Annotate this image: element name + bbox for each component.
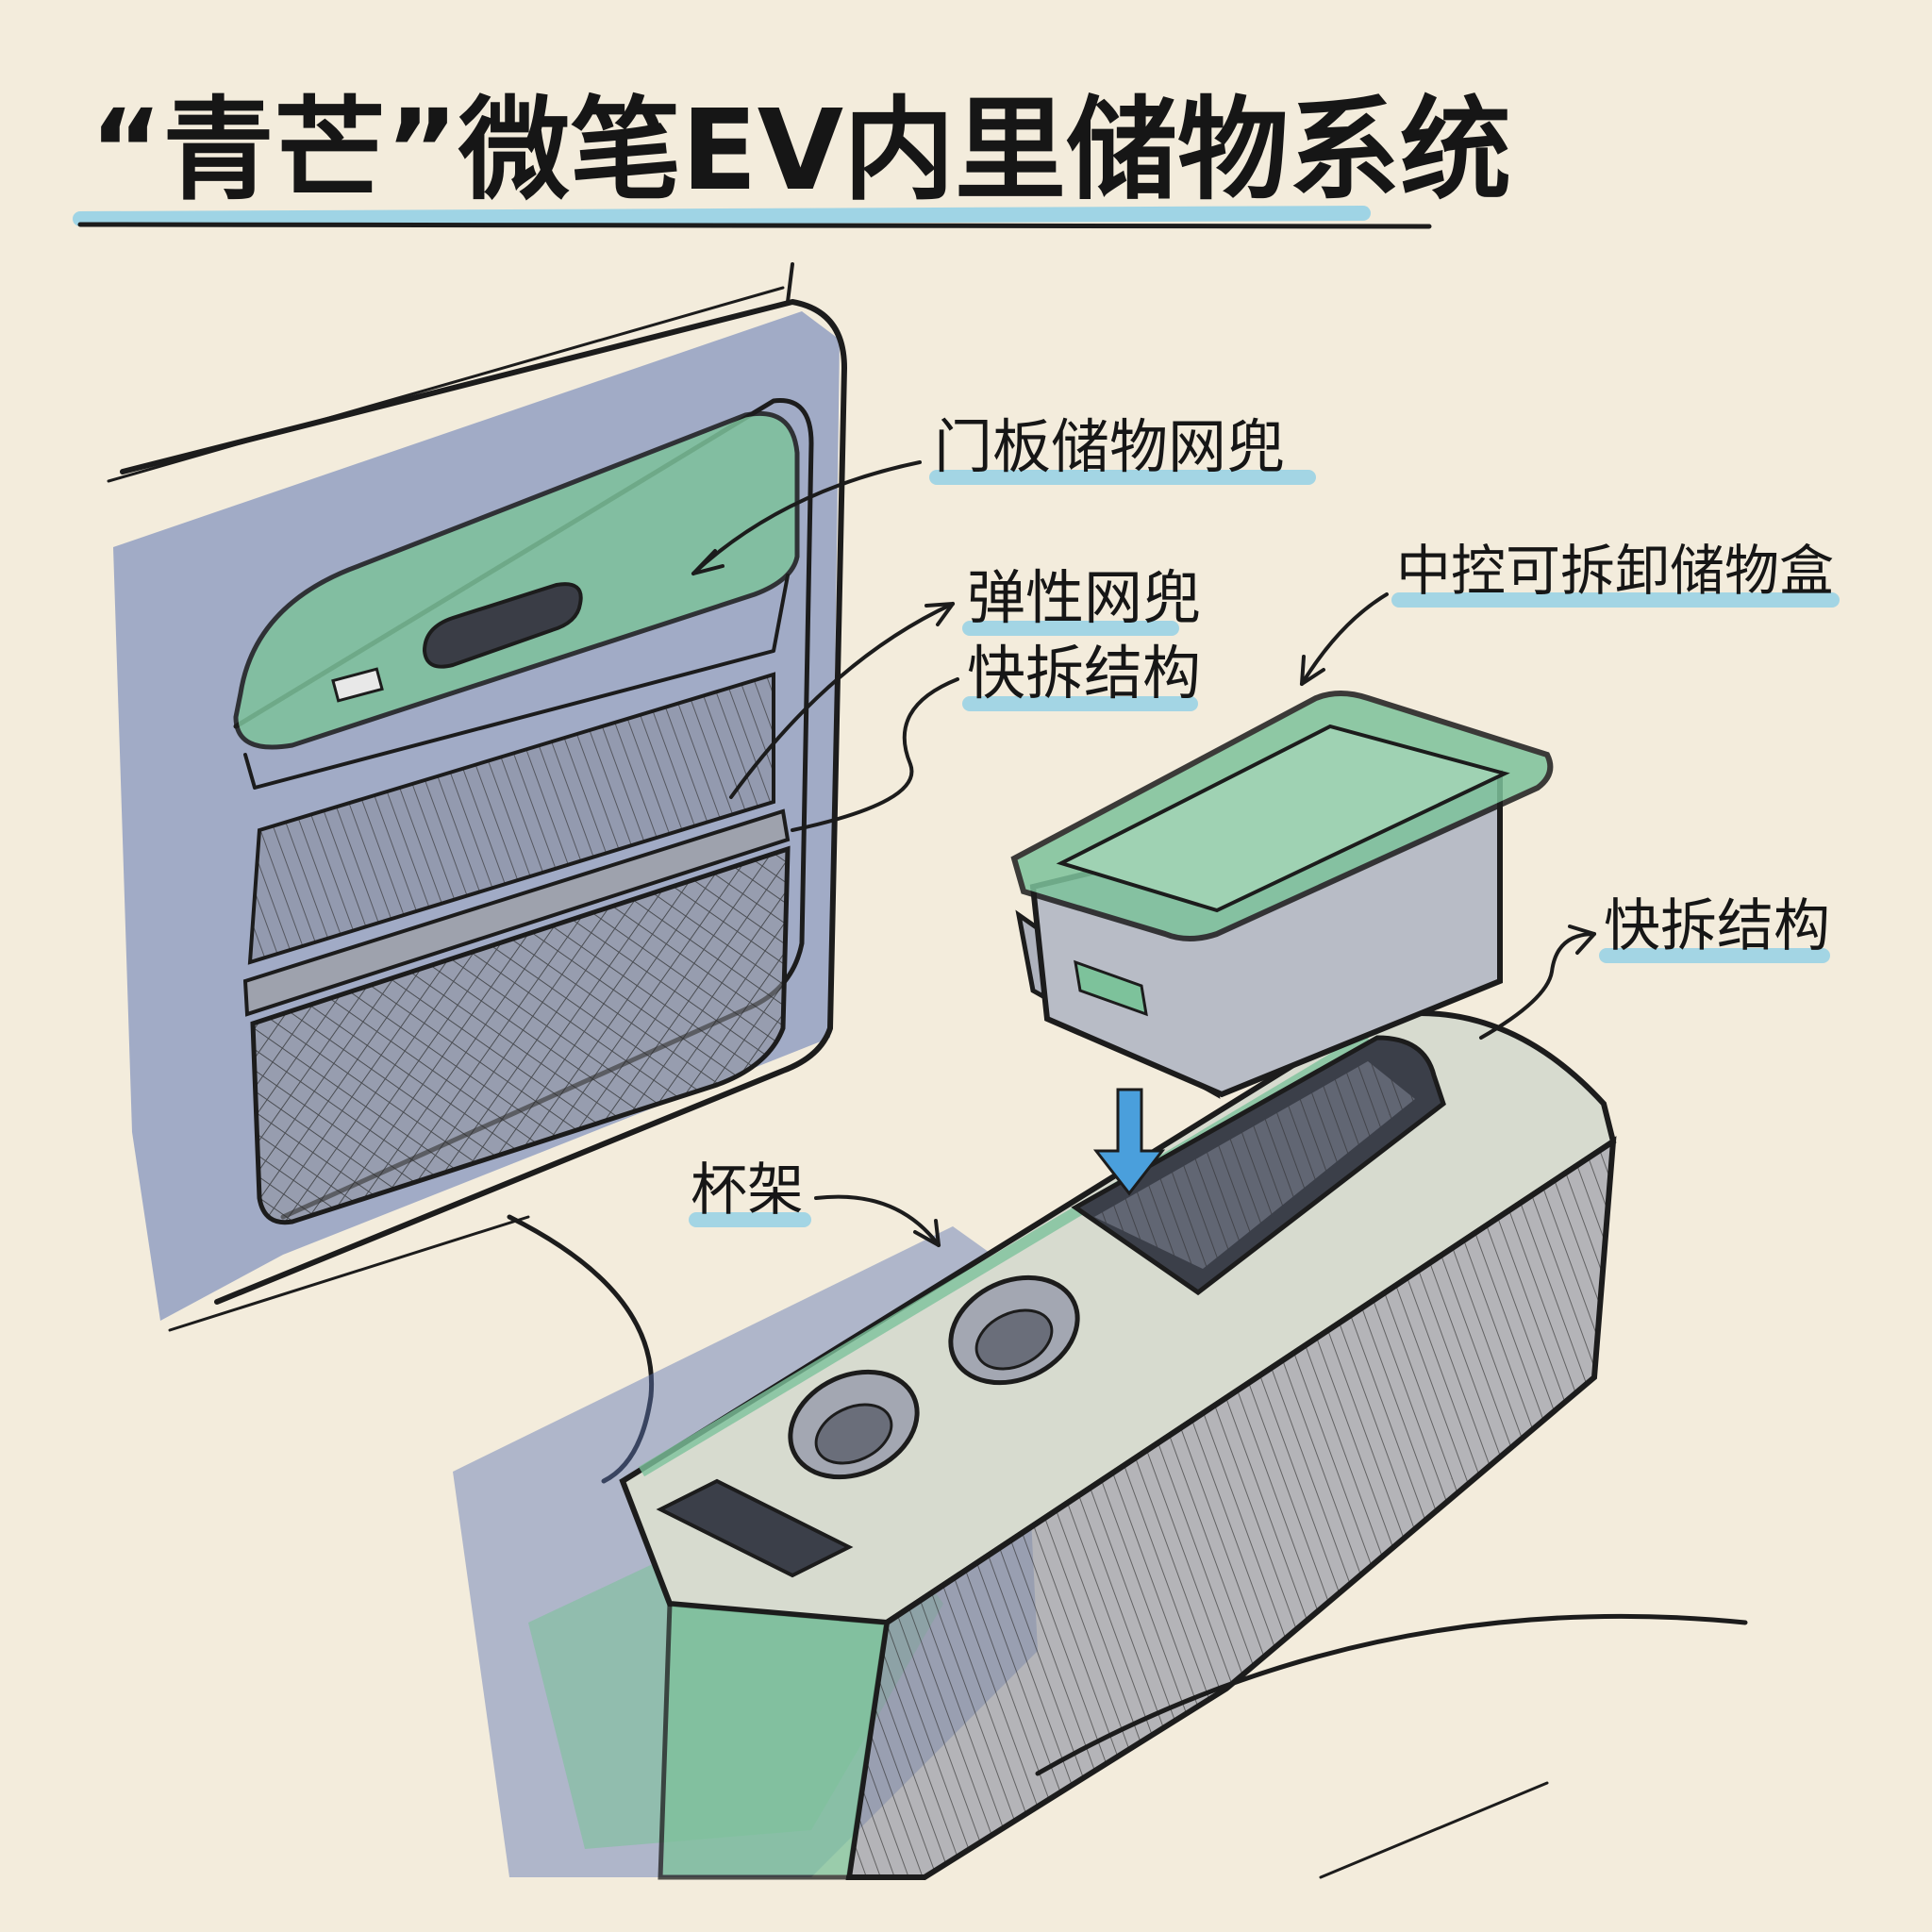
console-front-tray (656, 1478, 854, 1578)
arrow-elastic-net (729, 602, 955, 799)
console-front-face (658, 1601, 890, 1880)
floor-line-right (1035, 1613, 1748, 1776)
door-bottom-curve (507, 1214, 655, 1484)
leader-arrows (691, 460, 1596, 1247)
removable-storage-box (1010, 691, 1554, 1196)
label-elastic-net-highlight (962, 621, 1179, 636)
door-mesh-net (250, 845, 791, 1225)
arrow-quick-release-door (791, 677, 959, 832)
arrow-cup-holder (814, 1194, 941, 1247)
arrow-quick-release-console-head (1568, 924, 1596, 955)
door-handle-slot (422, 582, 583, 669)
label-door-net: 门板储物网兜 (934, 412, 1285, 481)
label-door-net-highlight (929, 470, 1316, 485)
center-console (453, 1010, 1748, 1880)
cup-holder-left-bottom (814, 1403, 893, 1465)
door-panel (107, 262, 847, 1484)
floor-line-accent (1319, 1781, 1549, 1879)
door-outer-frame (120, 299, 847, 1305)
door-armrest (233, 410, 800, 750)
title-underline (77, 222, 1432, 229)
arrow-door-net-head (691, 549, 724, 575)
arrow-center-box-head (1300, 655, 1325, 686)
window-switch (331, 667, 384, 703)
label-elastic-net: 弹性网兜 (967, 563, 1201, 632)
label-quick-release-console: 快拆结构 (1604, 893, 1830, 959)
box-latch (1074, 959, 1148, 1017)
arrow-quick-release-console (1479, 932, 1596, 1040)
door-frame-post (786, 262, 794, 304)
label-quick-release-door-highlight (962, 696, 1198, 711)
label-cup-holder-highlight (689, 1212, 811, 1227)
arrow-cup-holder-head (913, 1219, 941, 1247)
title-block: “青芒”微笔EV内里储物系统 (73, 85, 1511, 229)
label-center-box: 中控可拆卸储物盒 (1396, 539, 1834, 603)
label-center-box-highlight (1391, 592, 1840, 608)
console-well-liner (1094, 1061, 1415, 1269)
insert-down-arrow (1092, 1088, 1166, 1196)
arrow-elastic-net-head (924, 602, 955, 626)
door-frame-stroke (107, 286, 785, 483)
door-sill (168, 1215, 530, 1332)
page-title: “青芒”微笔EV内里储物系统 (90, 85, 1511, 215)
elastic-band (242, 808, 791, 1017)
callout-labels: 门板储物网兜 弹性网兜 快拆结构 中控可拆卸储物盒 快拆结构 杯架 (689, 412, 1840, 1227)
label-quick-release-console-highlight (1599, 948, 1830, 963)
title-underline-cyan (73, 206, 1371, 226)
door-upper-pocket (247, 672, 775, 965)
arrow-door-net (691, 460, 922, 575)
cup-holder-right-bottom (974, 1308, 1054, 1371)
label-cup-holder: 杯架 (691, 1158, 804, 1224)
label-quick-release-door: 快拆结构 (967, 639, 1201, 708)
armrest-base (243, 574, 790, 790)
arrow-center-box (1300, 592, 1389, 686)
box-interior (1056, 724, 1510, 913)
